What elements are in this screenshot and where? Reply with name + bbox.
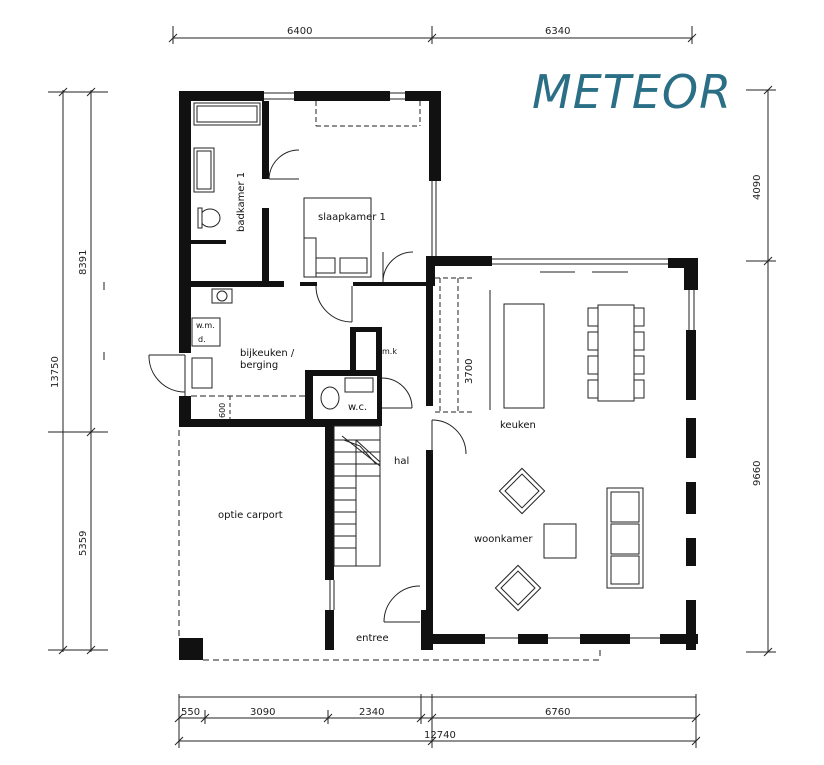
dim-bottom-d: 6760: [545, 707, 570, 718]
label-bijkeuken-1: bijkeuken /: [240, 348, 295, 359]
dimension-lines: [48, 26, 776, 748]
label-3700: 3700: [464, 359, 475, 384]
label-hal: hal: [394, 456, 409, 467]
label-carport: optie carport: [218, 510, 283, 521]
dim-bottom-a: 550: [181, 707, 200, 718]
label-entree: entree: [356, 633, 389, 644]
label-keuken: keuken: [500, 420, 536, 431]
label-wm-2: d.: [198, 335, 206, 344]
fixtures: [191, 102, 645, 612]
label-bijkeuken-2: berging: [240, 360, 278, 371]
dim-left-upper: 8391: [78, 250, 89, 275]
dim-bottom-c: 2340: [359, 707, 384, 718]
dim-top-right: 6340: [545, 26, 570, 37]
dim-left-total: 13750: [50, 356, 61, 388]
thin-lines: [148, 92, 695, 661]
dim-right-upper: 4090: [752, 175, 763, 200]
label-slaapkamer: slaapkamer 1: [318, 212, 386, 223]
brand-logo: METEOR: [532, 65, 732, 119]
label-mk: m.k: [382, 347, 397, 356]
label-wm-1: w.m.: [196, 321, 215, 330]
label-woonkamer: woonkamer: [474, 534, 533, 545]
label-600: 600: [218, 403, 227, 418]
label-wc: w.c.: [348, 402, 367, 413]
dim-left-lower: 5359: [78, 531, 89, 556]
dim-bottom-b: 3090: [250, 707, 275, 718]
walls: [179, 91, 698, 660]
label-badkamer: badkamer 1: [236, 172, 247, 232]
dim-right-lower: 9660: [752, 461, 763, 486]
dim-top-left: 6400: [287, 26, 312, 37]
dim-bottom-total: 12740: [424, 730, 456, 741]
